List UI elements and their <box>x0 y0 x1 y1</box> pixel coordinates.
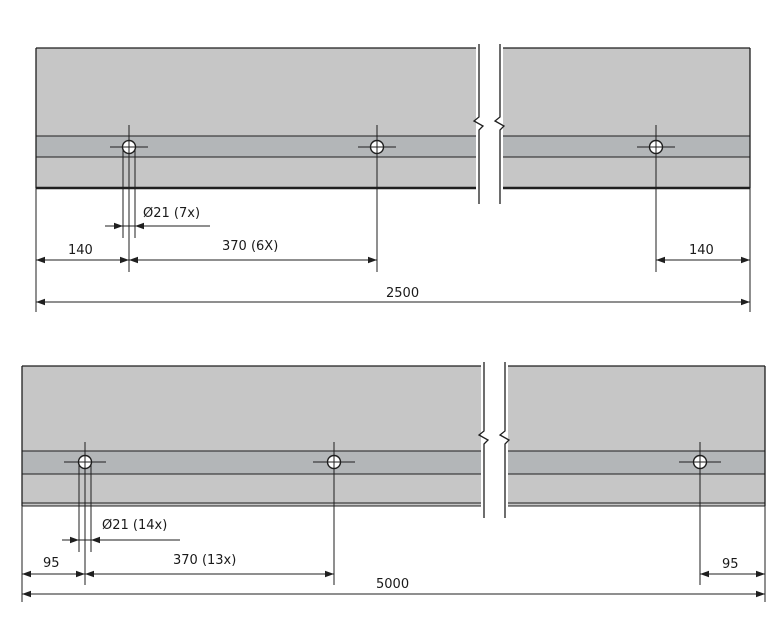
diameter-dimension: Ø21 (7x) <box>105 206 210 230</box>
beam-drawing-5000: Ø21 (14x) 95 370 (13x) 95 5000 <box>21 358 766 602</box>
hole-1 <box>110 125 148 169</box>
edge-distance-left-label: 140 <box>68 243 93 258</box>
plate-right-segment <box>503 47 751 190</box>
pitch-label: 370 (6X) <box>222 239 278 254</box>
plate-left-segment <box>21 365 481 507</box>
extension-lines <box>35 150 751 312</box>
edge-distance-left-label: 95 <box>43 556 60 571</box>
diameter-label: Ø21 (14x) <box>102 518 167 533</box>
edge-dimension-left: 140 <box>36 243 129 264</box>
pitch-dimension: 370 (13x) <box>85 553 334 578</box>
edge-dimension-right: 95 <box>700 557 765 578</box>
edge-dimension-left: 95 <box>22 556 85 578</box>
extension-lines <box>21 465 766 602</box>
break-symbol <box>477 358 511 520</box>
plate-left-segment <box>35 47 476 190</box>
pitch-dimension: 370 (6X) <box>129 239 377 264</box>
overall-dimension: 5000 <box>22 577 765 598</box>
diameter-label: Ø21 (7x) <box>143 206 200 221</box>
overall-length-label: 2500 <box>386 286 419 301</box>
plate-right-segment <box>508 365 766 507</box>
edge-distance-right-label: 95 <box>722 557 739 572</box>
overall-dimension: 2500 <box>36 286 750 306</box>
hole-3 <box>637 125 675 169</box>
overall-length-label: 5000 <box>376 577 409 592</box>
break-symbol <box>472 40 506 205</box>
hole-1 <box>64 442 106 484</box>
beam-drawing-2500: Ø21 (7x) 140 370 (6X) 140 2500 <box>35 40 751 312</box>
diameter-dimension: Ø21 (14x) <box>62 518 180 544</box>
pitch-label: 370 (13x) <box>173 553 236 568</box>
hole-2 <box>313 442 355 484</box>
edge-dimension-right: 140 <box>656 243 750 264</box>
edge-distance-right-label: 140 <box>689 243 714 258</box>
